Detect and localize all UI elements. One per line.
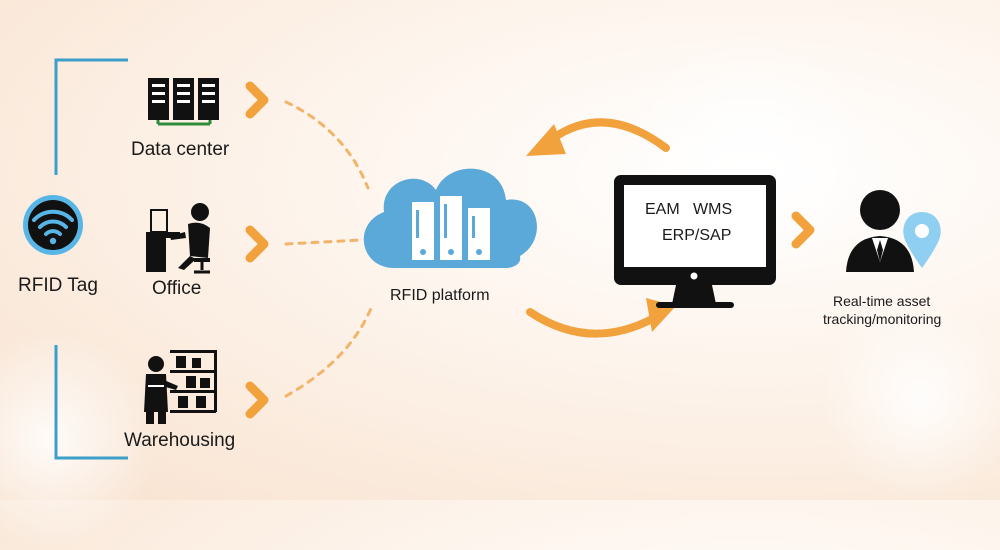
location-pin-icon: [903, 212, 941, 268]
monitor-icon: [614, 175, 776, 308]
office-label: Office: [152, 278, 202, 299]
data-center-label: Data center: [131, 139, 230, 160]
arrow-head-icon: [526, 124, 566, 156]
output-label-line-1: Real-time asset: [833, 293, 931, 309]
output-label-line-2: tracking/monitoring: [823, 311, 942, 327]
person-location-icon: [846, 190, 941, 272]
server-rack-icon: [148, 78, 219, 126]
warehousing-label: Warehousing: [124, 430, 236, 451]
systems-line-1: EAM WMS: [645, 201, 733, 218]
cloud-icon: [363, 168, 537, 268]
office-worker-icon: [146, 203, 210, 274]
chevron-right-icon: [791, 211, 815, 249]
rfid-flow-diagram: [23, 58, 941, 460]
chevrons: [245, 81, 815, 419]
rfid-platform-label: RFID platform: [390, 287, 490, 304]
curved-arrows: [526, 118, 676, 338]
systems-line-2: ERP/SAP: [662, 227, 732, 244]
dashed-connectors: [284, 100, 374, 398]
chevron-right-icon: [245, 225, 269, 263]
rfid-tag-label: RFID Tag: [18, 275, 98, 296]
chevron-right-icon: [245, 381, 269, 419]
warehouse-worker-icon: [144, 350, 217, 424]
chevron-right-icon: [245, 81, 269, 119]
left-bracket: [54, 58, 128, 460]
server-bars-icon: [412, 196, 490, 260]
rfid-tag-icon: [23, 195, 83, 255]
